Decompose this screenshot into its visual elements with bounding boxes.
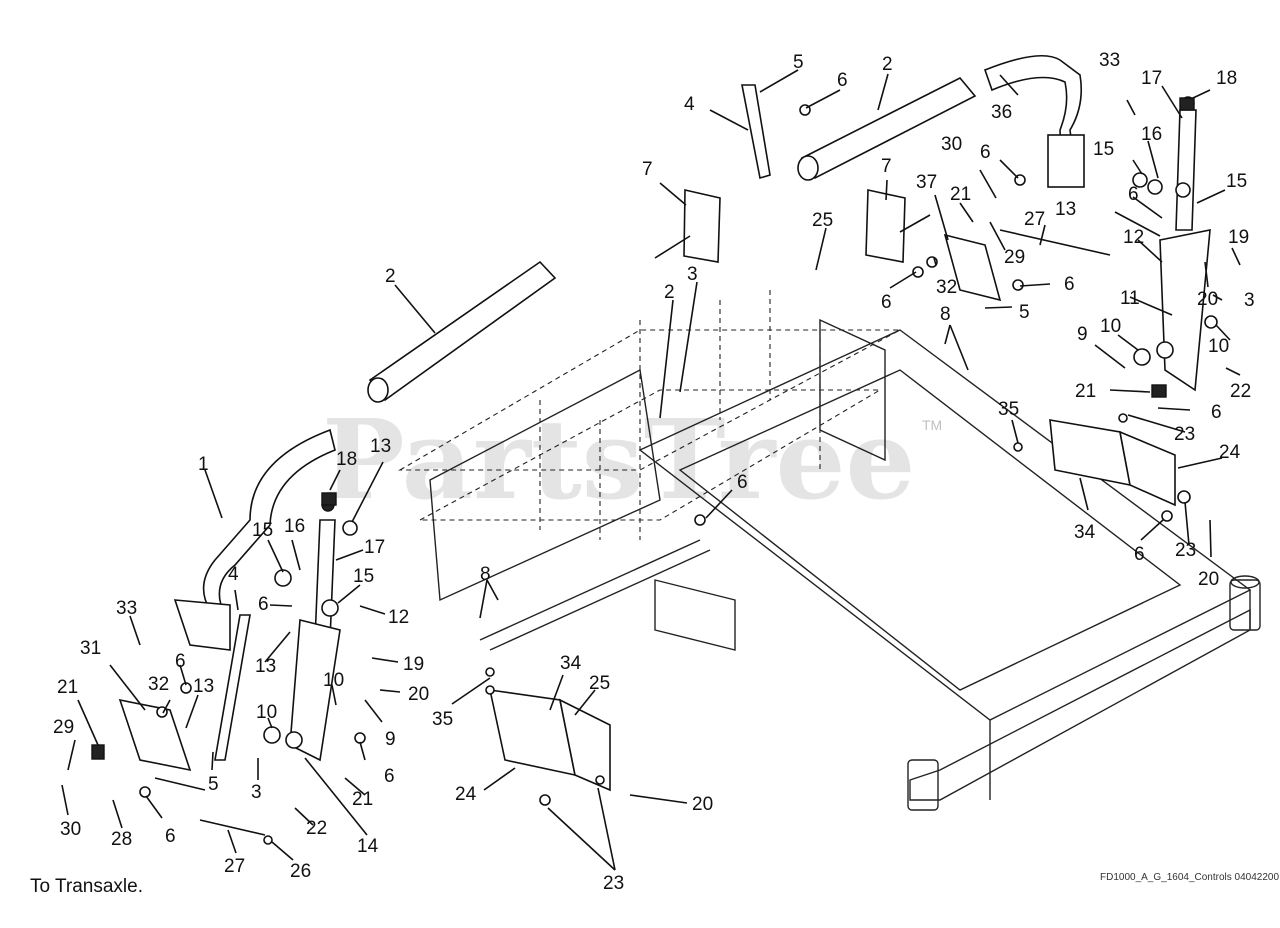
callout-16[interactable]: 16: [284, 516, 305, 537]
callout-27[interactable]: 27: [1024, 209, 1045, 230]
callout-35[interactable]: 35: [998, 399, 1019, 420]
callout-6[interactable]: 6: [881, 292, 892, 313]
callout-20[interactable]: 20: [692, 794, 713, 815]
callout-18[interactable]: 18: [1216, 68, 1237, 89]
callout-20[interactable]: 20: [1197, 289, 1218, 310]
callout-28[interactable]: 28: [111, 829, 132, 850]
callout-30[interactable]: 30: [60, 819, 81, 840]
callout-3[interactable]: 3: [251, 782, 262, 803]
callout-6[interactable]: 6: [1211, 402, 1222, 423]
callout-11[interactable]: 11: [1120, 288, 1140, 309]
callout-19[interactable]: 19: [403, 654, 424, 675]
callout-15[interactable]: 15: [1226, 171, 1247, 192]
callout-3[interactable]: 3: [1244, 290, 1255, 311]
callout-22[interactable]: 22: [306, 818, 327, 839]
callout-labels: 1 2 2 2 2 3 3 3 4 4 5 5 5 6 6 6 6 6 6 6 …: [53, 50, 1255, 894]
callout-21[interactable]: 21: [1075, 381, 1096, 402]
callout-13[interactable]: 13: [370, 436, 391, 457]
callout-5[interactable]: 5: [793, 52, 804, 73]
callout-33[interactable]: 33: [116, 598, 137, 619]
callout-24[interactable]: 24: [455, 784, 477, 805]
transaxle-note: To Transaxle.: [30, 876, 143, 897]
callout-12[interactable]: 12: [388, 607, 409, 628]
callout-23[interactable]: 23: [1174, 424, 1195, 445]
callout-27[interactable]: 27: [224, 856, 245, 877]
callout-9[interactable]: 9: [1077, 324, 1088, 345]
callout-37[interactable]: 37: [916, 172, 937, 193]
callout-36[interactable]: 36: [991, 102, 1012, 123]
callout-8[interactable]: 8: [480, 564, 491, 585]
callout-21[interactable]: 21: [57, 677, 78, 698]
watermark-text: PartsTree: [322, 395, 916, 524]
callout-29[interactable]: 29: [53, 717, 74, 738]
callout-13[interactable]: 13: [255, 656, 276, 677]
callout-10[interactable]: 10: [1100, 316, 1121, 337]
callout-4[interactable]: 4: [228, 564, 239, 585]
callout-23[interactable]: 23: [1175, 540, 1196, 561]
callout-6[interactable]: 6: [837, 70, 848, 91]
callout-8[interactable]: 8: [940, 304, 951, 325]
callout-15[interactable]: 15: [1093, 139, 1114, 160]
callout-2[interactable]: 2: [385, 266, 396, 287]
callout-10[interactable]: 10: [1208, 336, 1229, 357]
callout-6[interactable]: 6: [384, 766, 395, 787]
callout-4[interactable]: 4: [684, 94, 695, 115]
callout-20[interactable]: 20: [408, 684, 429, 705]
callout-2[interactable]: 2: [882, 54, 893, 75]
callout-1[interactable]: 1: [198, 454, 209, 475]
callout-21[interactable]: 21: [352, 789, 373, 810]
callout-35[interactable]: 35: [432, 709, 453, 730]
callout-16[interactable]: 16: [1141, 124, 1162, 145]
callout-32[interactable]: 32: [936, 277, 957, 298]
callout-6[interactable]: 6: [258, 594, 269, 615]
callout-20[interactable]: 20: [1198, 569, 1219, 590]
callout-13[interactable]: 13: [193, 676, 214, 697]
callout-15[interactable]: 15: [252, 520, 273, 541]
callout-24[interactable]: 24: [1219, 442, 1241, 463]
callout-21[interactable]: 21: [950, 184, 971, 205]
callout-3[interactable]: 3: [687, 264, 698, 285]
watermark-trademark: TM: [922, 417, 942, 433]
callout-14[interactable]: 14: [357, 836, 379, 857]
callout-10[interactable]: 10: [256, 702, 277, 723]
callout-6[interactable]: 6: [1128, 184, 1139, 205]
callout-17[interactable]: 17: [1141, 68, 1162, 89]
callout-19[interactable]: 19: [1228, 227, 1249, 248]
callout-22[interactable]: 22: [1230, 381, 1251, 402]
callout-6[interactable]: 6: [1064, 274, 1075, 295]
callout-25[interactable]: 25: [812, 210, 833, 231]
callout-5[interactable]: 5: [208, 774, 219, 795]
callout-15[interactable]: 15: [353, 566, 374, 587]
callout-6[interactable]: 6: [165, 826, 176, 847]
callout-17[interactable]: 17: [364, 537, 385, 558]
part-shapes: [91, 54, 1218, 845]
callout-25[interactable]: 25: [589, 673, 610, 694]
callout-31[interactable]: 31: [80, 638, 101, 659]
callout-29[interactable]: 29: [1004, 247, 1025, 268]
callout-6[interactable]: 6: [1134, 544, 1145, 565]
callout-26[interactable]: 26: [290, 861, 311, 882]
callout-32[interactable]: 32: [148, 674, 169, 695]
callout-7[interactable]: 7: [881, 156, 892, 177]
callout-34[interactable]: 34: [1074, 522, 1096, 543]
callout-23[interactable]: 23: [603, 873, 624, 894]
callout-13[interactable]: 13: [1055, 199, 1076, 220]
callout-9[interactable]: 9: [385, 729, 396, 750]
callout-30[interactable]: 30: [941, 134, 962, 155]
chassis-frame: [397, 290, 1261, 811]
drawing-code: FD1000_A_G_1604_Controls 04042200: [1100, 872, 1279, 883]
callout-5[interactable]: 5: [1019, 302, 1030, 323]
callout-10[interactable]: 10: [323, 670, 344, 691]
callout-33[interactable]: 33: [1099, 50, 1120, 71]
callout-18[interactable]: 18: [336, 449, 357, 470]
callout-7[interactable]: 7: [642, 159, 653, 180]
callout-6[interactable]: 6: [175, 651, 186, 672]
callout-34[interactable]: 34: [560, 653, 582, 674]
callout-6[interactable]: 6: [737, 472, 748, 493]
leader-lines: [61, 69, 1241, 871]
callout-6[interactable]: 6: [980, 142, 991, 163]
callout-2[interactable]: 2: [664, 282, 675, 303]
callout-12[interactable]: 12: [1123, 227, 1144, 248]
